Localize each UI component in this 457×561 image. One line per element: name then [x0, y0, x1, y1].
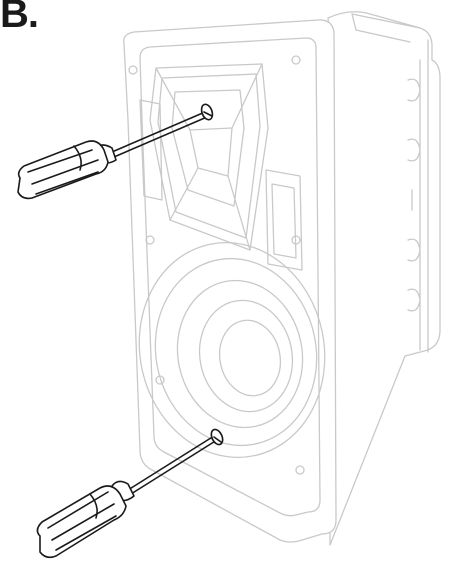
cabinet-top-notch [351, 13, 421, 43]
screw-hole-bottom-right [295, 465, 305, 475]
front-bezel [139, 37, 321, 517]
woofer [138, 241, 326, 459]
tweeter-horn [139, 63, 303, 271]
screw-hole-mid-left [145, 235, 155, 245]
step-label: B. [0, 0, 39, 36]
screw-hole-top-left [128, 65, 138, 75]
screw-hole-top-right [291, 55, 301, 65]
cabinet-side [327, 11, 441, 546]
side-rails [411, 39, 429, 353]
side-bracket [407, 59, 421, 351]
screwdriver-icon-lower [36, 428, 224, 559]
screwdriver-icon [17, 103, 214, 200]
speaker-cabinet [123, 11, 441, 546]
